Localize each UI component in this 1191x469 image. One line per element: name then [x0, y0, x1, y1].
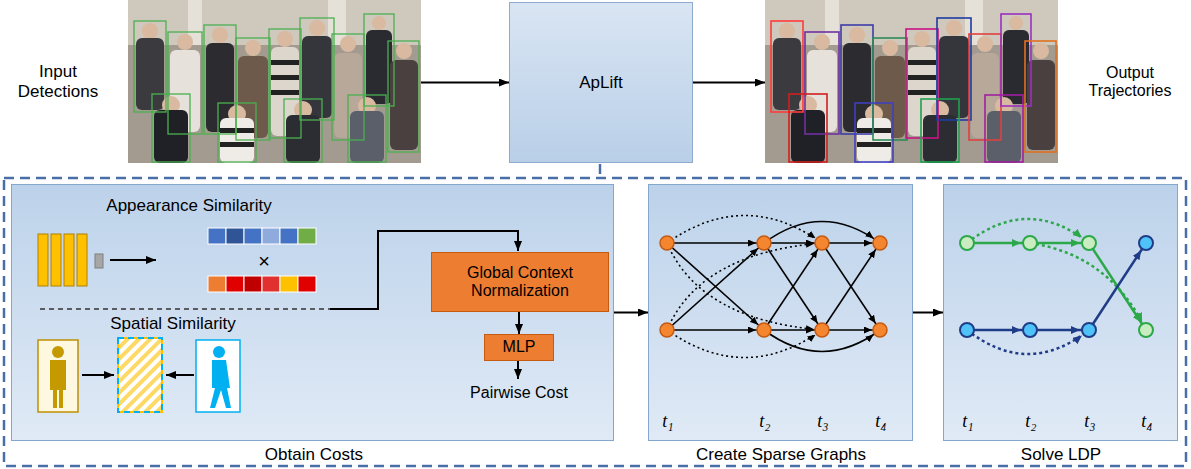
flow-arrow	[518, 312, 520, 334]
time-label: t₁	[962, 411, 973, 432]
box-label: ApLift	[579, 73, 622, 93]
time-label: t₄	[875, 411, 886, 432]
caption-text: Pairwise Cost	[470, 384, 568, 402]
caption-text: Obtain Costs	[265, 445, 363, 465]
caption-text: Create Sparse Graphs	[696, 445, 866, 465]
operator-label: ×	[258, 251, 270, 271]
panel: Appearance SimilaritySpatial SimilarityP…	[11, 184, 614, 441]
ldp-solution	[960, 219, 1153, 354]
process-box: MLP	[484, 334, 554, 361]
box-label: MLP	[503, 338, 536, 356]
flow-arrow	[614, 312, 648, 314]
time-label: t₄	[1141, 411, 1152, 432]
flow-arrow	[693, 82, 765, 84]
output-image: Output Trajectories	[765, 0, 1058, 163]
flow-arrow	[421, 82, 509, 84]
caption-text: Input Detections	[8, 62, 108, 101]
output-photo	[765, 0, 1058, 163]
time-label: t₂	[759, 411, 770, 432]
time-label: t₁	[662, 411, 673, 432]
caption-text: Solve LDP	[1021, 445, 1101, 465]
time-label: t₃	[1084, 411, 1095, 432]
dashed-frame	[4, 164, 1186, 466]
panel: t₁t₂t₃t₄Create Sparse Graphs	[648, 184, 913, 441]
time-label: t₃	[817, 411, 828, 432]
caption-text: Output Trajectories	[1075, 64, 1185, 101]
sparse-graph	[660, 216, 887, 358]
box-label: Global Context Normalization	[439, 264, 601, 301]
caption-text: Appearance Similarity	[106, 196, 271, 216]
input-photo	[128, 0, 421, 163]
spatial-illustration	[38, 338, 518, 412]
input-image: Input Detections	[128, 0, 421, 163]
flow-arrow	[913, 312, 943, 314]
process-box: ApLift	[509, 2, 693, 163]
time-label: t₂	[1025, 411, 1036, 432]
caption-text: Spatial Similarity	[110, 314, 236, 334]
panel: t₁t₂t₃t₄Solve LDP	[943, 184, 1178, 441]
panel-fills	[11, 184, 1178, 441]
process-box: Global Context Normalization	[431, 252, 609, 312]
